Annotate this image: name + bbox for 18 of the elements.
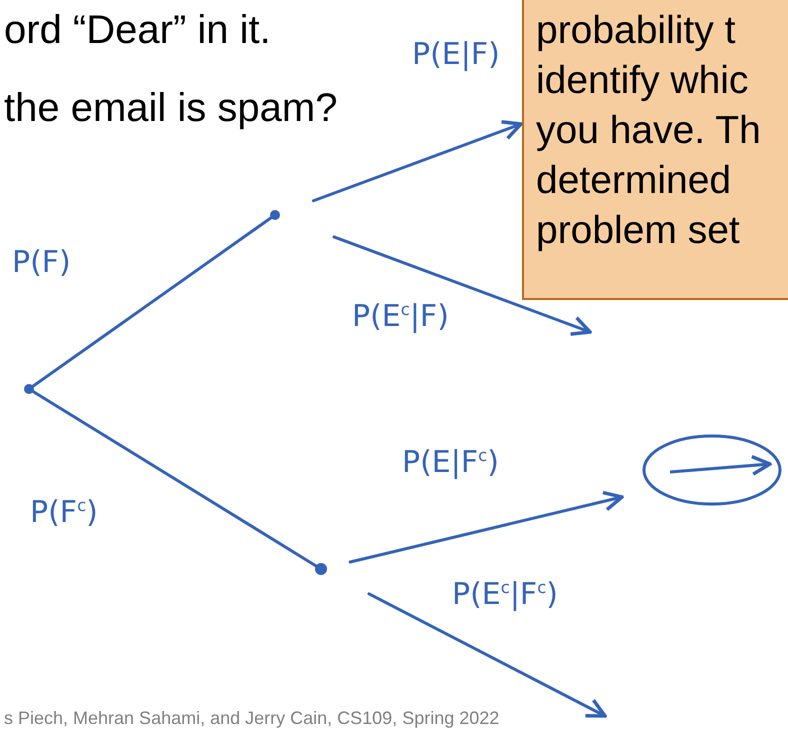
edge-label: P(E|F) <box>412 40 500 70</box>
slide-text: the email is spam? <box>4 86 338 131</box>
arrow <box>312 120 523 202</box>
arrow <box>348 490 624 564</box>
edge-label: P(F$^{c}$) <box>30 498 98 528</box>
arrow <box>367 592 607 718</box>
tree-node-dot <box>24 384 34 394</box>
arrow <box>332 235 592 336</box>
slide-text: ord “Dear” in it. <box>4 8 271 53</box>
edge-label: P(E$^{c}$|F) <box>352 302 449 332</box>
edge-label: P(E|F$^{c}$) <box>402 448 499 478</box>
edge-label: P(F) <box>12 248 71 278</box>
tree-node-dot <box>270 210 280 220</box>
footer-text: s Piech, Mehran Sahami, and Jerry Cain, CS109, Spring 2022 <box>4 708 500 729</box>
note-box <box>522 0 788 300</box>
edge-label: P(E$^{c}$|F$^{c}$) <box>452 580 558 610</box>
tree-node-dot <box>315 563 327 575</box>
note-text: probability t identify whic you have. Th determined problem set <box>536 8 762 254</box>
